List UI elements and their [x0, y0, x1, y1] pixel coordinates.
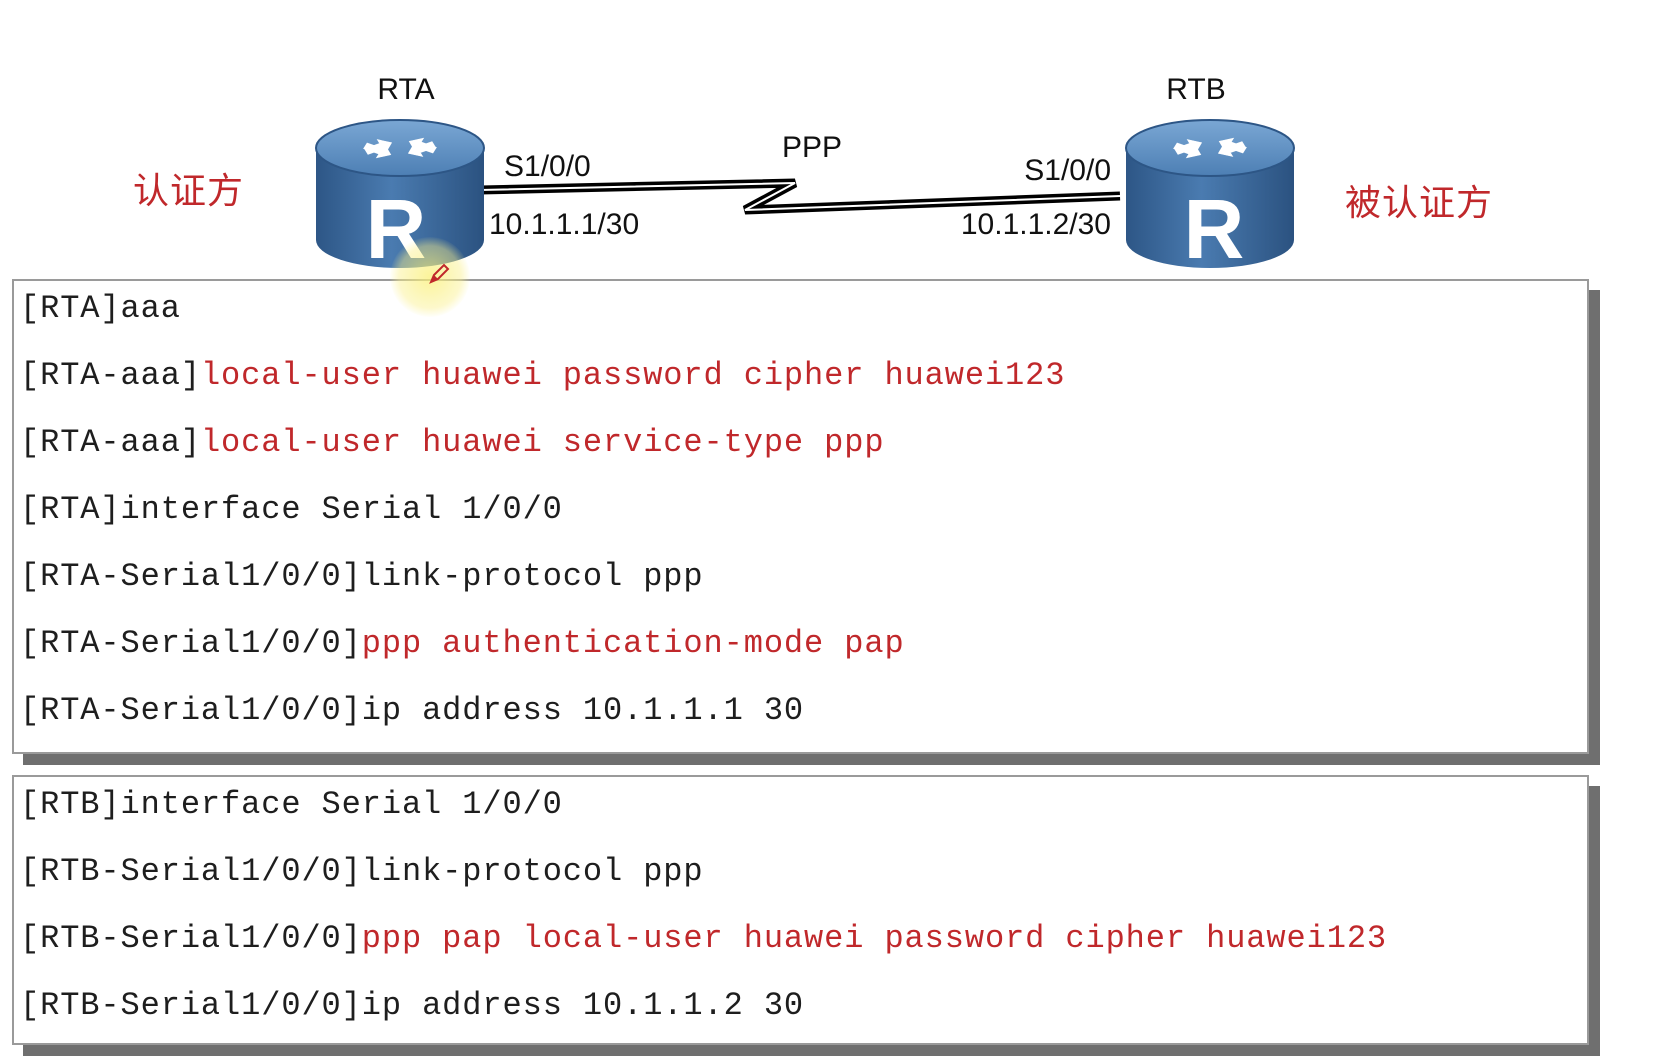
- network-topology: R R RTA RTB PPP S1/0/0 10.1.1.1/30 S1/0/…: [315, 73, 1295, 276]
- cli-command: ip address 10.1.1.1 30: [361, 692, 805, 729]
- cli-command: local-user huawei password cipher huawei…: [200, 357, 1066, 394]
- rtb-interface-label: S1/0/0: [1024, 154, 1111, 187]
- rtb-name-label: RTB: [1166, 73, 1225, 106]
- config-line: [RTB-Serial1/0/0]ip address 10.1.1.2 30: [20, 986, 804, 1026]
- config-line: [RTA-Serial1/0/0]ppp authentication-mode…: [20, 624, 905, 664]
- rtb-config-panel: [RTB]interface Serial 1/0/0 [RTB-Serial1/…: [12, 775, 1589, 1045]
- pen-cursor-icon: [429, 263, 450, 284]
- cli-command: interface Serial 1/0/0: [120, 491, 563, 528]
- cli-prompt: [RTB-Serial1/0/0]: [20, 920, 362, 957]
- cli-command: ppp pap local-user huawei password ciphe…: [361, 920, 1388, 957]
- config-line: [RTB]interface Serial 1/0/0: [20, 785, 563, 825]
- rta-interface-label: S1/0/0: [504, 150, 591, 183]
- config-line: [RTA]aaa: [20, 289, 181, 329]
- rtb-role-label: 被认证方: [1345, 183, 1494, 224]
- cli-prompt: [RTB]: [20, 786, 121, 823]
- cli-prompt: [RTB-Serial1/0/0]: [20, 987, 362, 1024]
- cli-prompt: [RTA]: [20, 290, 121, 327]
- cli-prompt: [RTA-Serial1/0/0]: [20, 558, 362, 595]
- cli-command: interface Serial 1/0/0: [120, 786, 563, 823]
- router-letter: R: [1184, 182, 1245, 276]
- config-line: [RTB-Serial1/0/0]link-protocol ppp: [20, 852, 704, 892]
- config-line: [RTA]interface Serial 1/0/0: [20, 490, 563, 530]
- config-line: [RTA-aaa]local-user huawei service-type …: [20, 423, 884, 463]
- cli-command: link-protocol ppp: [361, 558, 704, 595]
- config-line: [RTA-Serial1/0/0]link-protocol ppp: [20, 557, 704, 597]
- rta-name-label: RTA: [377, 73, 434, 106]
- config-line: [RTA-Serial1/0/0]ip address 10.1.1.1 30: [20, 691, 804, 731]
- ppp-link-label: PPP: [782, 131, 842, 164]
- config-line: [RTB-Serial1/0/0]ppp pap local-user huaw…: [20, 919, 1387, 959]
- cli-prompt: [RTA-Serial1/0/0]: [20, 625, 362, 662]
- router-icon: R: [315, 119, 485, 276]
- cli-command: aaa: [120, 290, 181, 327]
- cli-command: link-protocol ppp: [361, 853, 704, 890]
- cli-prompt: [RTA-Serial1/0/0]: [20, 692, 362, 729]
- rtb-address-label: 10.1.1.2/30: [961, 208, 1111, 241]
- cli-prompt: [RTB-Serial1/0/0]: [20, 853, 362, 890]
- rta-role-label: 认证方: [133, 171, 245, 212]
- cli-prompt: [RTA]: [20, 491, 121, 528]
- config-line: [RTA-aaa]local-user huawei password ciph…: [20, 356, 1065, 396]
- cli-command: ip address 10.1.1.2 30: [361, 987, 805, 1024]
- router-letter: R: [366, 182, 427, 276]
- cli-prompt: [RTA-aaa]: [20, 357, 201, 394]
- rta-address-label: 10.1.1.1/30: [489, 208, 639, 241]
- cli-prompt: [RTA-aaa]: [20, 424, 201, 461]
- cli-command: ppp authentication-mode pap: [361, 625, 905, 662]
- cli-command: local-user huawei service-type ppp: [200, 424, 885, 461]
- rta-config-panel: [RTA]aaa[RTA-aaa]local-user huawei passw…: [12, 279, 1589, 754]
- router-icon: R: [1125, 119, 1295, 276]
